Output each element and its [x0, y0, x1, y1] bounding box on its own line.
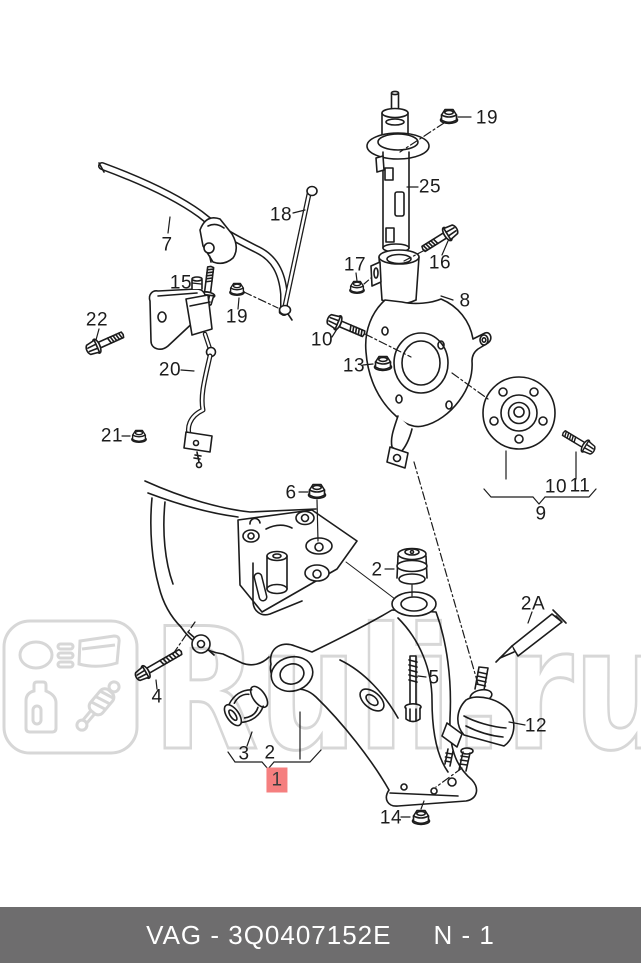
watermark: Ruli.ru	[2, 591, 641, 790]
nut-17-drawing	[349, 280, 365, 294]
oil-canister-icon	[24, 680, 58, 734]
bushing-2-drawing	[396, 547, 428, 585]
drop-link-drawing	[278, 185, 318, 321]
nut-13-drawing	[373, 355, 393, 372]
bushing-3-drawing	[223, 685, 269, 727]
car-door-icon	[77, 634, 121, 668]
bolt-5-drawing	[404, 655, 422, 723]
nut-19-top-drawing	[439, 108, 459, 125]
level-sensor-drawing	[83, 276, 217, 469]
strut-drawing	[366, 90, 430, 261]
shock-absorber-icon	[75, 680, 121, 732]
footer-part-number: VAG - 3Q0407152E	[146, 919, 392, 950]
headlight-icon	[18, 640, 75, 670]
footer-page-number: N - 1	[433, 919, 495, 950]
grease-tube-drawing	[495, 609, 567, 663]
nut-6-drawing	[307, 483, 327, 500]
control-arm-drawing	[269, 584, 478, 807]
leader-lines	[95, 116, 597, 818]
knuckle-drawing	[364, 249, 492, 469]
subframe-drawing	[144, 480, 396, 666]
parts-diagram-canvas: Ruli.ru	[2, 90, 641, 826]
ball-joint-drawing	[441, 666, 515, 772]
nut-14-drawing	[411, 809, 431, 826]
bolt-10-drawing	[324, 310, 369, 342]
footer-bar: VAG - 3Q0407152E N - 1	[0, 907, 641, 963]
wheel-hub-drawing	[482, 376, 599, 458]
watermark-logo-box	[2, 619, 139, 755]
nut-19-link-drawing	[229, 282, 245, 296]
bolt-16-drawing	[418, 221, 462, 257]
clamp-drawing	[197, 217, 238, 308]
watermark-text: Ruli.ru	[152, 592, 641, 788]
